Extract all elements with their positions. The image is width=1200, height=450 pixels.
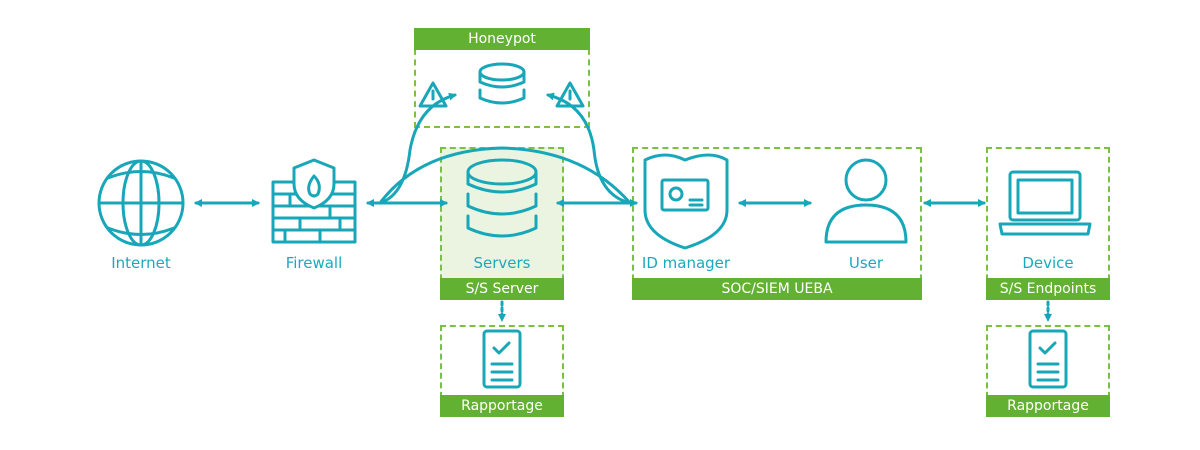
- firewall-icon: [271, 158, 357, 244]
- laptop-icon: [998, 170, 1092, 236]
- soc-label: SOC/SIEM UEBA: [632, 278, 922, 300]
- warning-icon-right: [555, 81, 585, 108]
- database-icon: [466, 158, 538, 238]
- honeypot-group: Honeypot: [414, 28, 590, 128]
- report-server-label: Rapportage: [440, 395, 564, 417]
- report-icon-server: [482, 329, 522, 389]
- device-label: Device: [1022, 254, 1074, 272]
- internet-label: Internet: [111, 254, 171, 272]
- firewall-label: Firewall: [285, 254, 343, 272]
- globe-icon: [97, 159, 185, 247]
- user-label: User: [848, 254, 884, 272]
- ss-endpoints-label: S/S Endpoints: [986, 278, 1110, 300]
- arrow-curve-idmanager-honeypot: [546, 92, 632, 205]
- warning-icon-left: [418, 81, 448, 108]
- honeypot-database-icon: [478, 62, 526, 105]
- report-endpoints-label: Rapportage: [986, 395, 1110, 417]
- ss-server-group: S/S Server: [440, 147, 564, 300]
- soc-group: SOC/SIEM UEBA: [632, 147, 922, 300]
- report-icon-endpoints: [1028, 329, 1068, 389]
- report-server-group: Rapportage: [440, 325, 564, 417]
- id-badge-icon: [643, 153, 729, 250]
- arrow-curve-firewall-honeypot: [378, 92, 457, 205]
- report-endpoints-group: Rapportage: [986, 325, 1110, 417]
- user-icon: [824, 158, 908, 244]
- ss-server-label: S/S Server: [440, 278, 564, 300]
- curve-firewall-idmanager: [378, 146, 632, 205]
- servers-label: Servers: [473, 254, 531, 272]
- ss-endpoints-group: S/S Endpoints: [986, 147, 1110, 300]
- id-manager-label: ID manager: [641, 254, 731, 272]
- honeypot-label: Honeypot: [414, 28, 590, 50]
